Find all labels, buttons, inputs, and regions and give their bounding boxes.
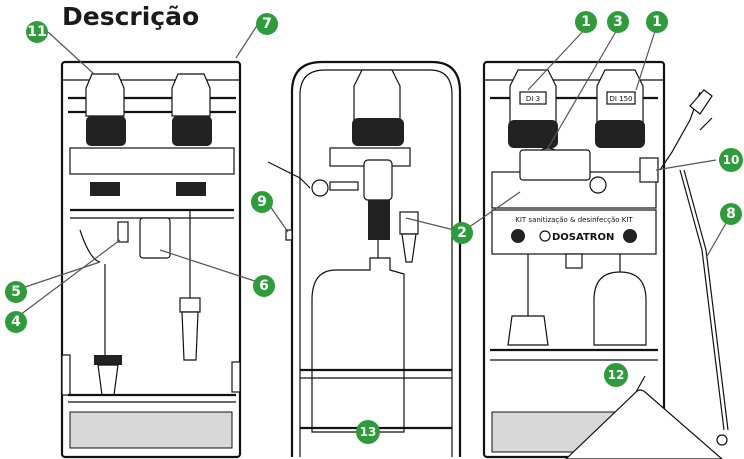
kit-label: KIT sanitização & desinfecção KIT	[515, 216, 633, 224]
svg-text:11: 11	[27, 24, 46, 40]
svg-text:10: 10	[723, 153, 740, 167]
svg-text:13: 13	[360, 425, 377, 439]
callout-6: 6	[253, 275, 275, 297]
callout-10: 10	[719, 148, 743, 172]
callout-13: 13	[356, 420, 380, 444]
doser-di150: DI 150	[595, 69, 645, 148]
svg-text:2: 2	[457, 225, 467, 241]
diagram-title: Descrição	[62, 2, 200, 31]
svg-text:1: 1	[652, 14, 662, 30]
svg-text:5: 5	[11, 284, 21, 300]
callout-1-left: 1	[575, 11, 597, 33]
callout-8: 8	[720, 203, 742, 225]
svg-text:12: 12	[608, 368, 625, 382]
callout-2: 2	[451, 222, 473, 244]
callout-11: 11	[26, 21, 48, 43]
spray-wand	[659, 89, 729, 446]
callout-9: 9	[251, 191, 273, 213]
callout-12: 12	[604, 363, 628, 387]
callout-1-right: 1	[646, 11, 668, 33]
label-di150: DI 150	[609, 95, 632, 103]
callout-5: 5	[5, 281, 27, 303]
label-di3: DI 3	[526, 95, 540, 103]
doser-di3: DI 3	[508, 69, 558, 148]
unit-side-view	[267, 60, 462, 457]
svg-text:6: 6	[259, 278, 269, 294]
callout-7: 7	[256, 13, 278, 35]
svg-text:3: 3	[613, 14, 623, 30]
svg-text:8: 8	[726, 206, 736, 222]
svg-text:7: 7	[262, 16, 272, 32]
doser-left	[85, 73, 126, 196]
callout-3: 3	[607, 11, 629, 33]
doser-right	[171, 73, 212, 196]
svg-text:4: 4	[11, 314, 21, 330]
leader-lines	[15, 23, 730, 319]
unit-front-left	[60, 60, 242, 459]
svg-text:1: 1	[581, 14, 591, 30]
callout-4: 4	[5, 311, 27, 333]
svg-text:9: 9	[257, 194, 267, 210]
brand-label: DOSATRON	[552, 232, 614, 243]
